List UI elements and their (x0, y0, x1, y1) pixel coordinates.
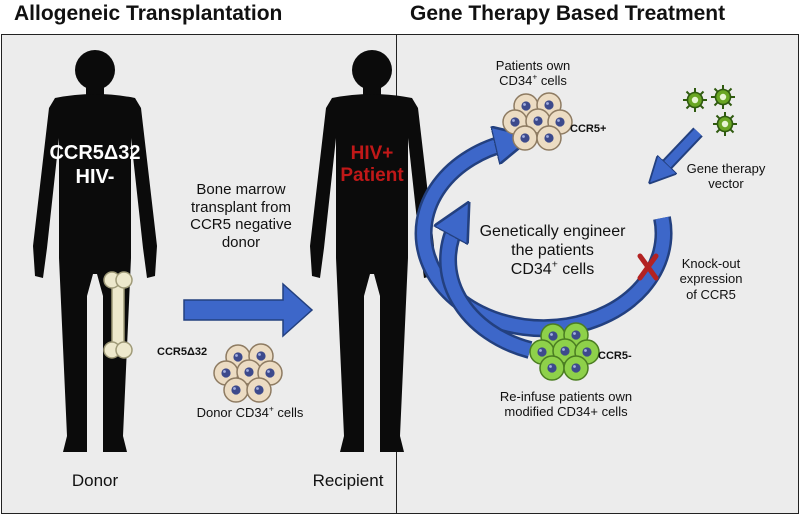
engineer-label: Genetically engineer the patients CD34+ … (479, 223, 626, 278)
virus-icon (682, 84, 738, 137)
ccr5-positive-tag: CCR5+ (570, 123, 607, 135)
cycle-arrow (414, 142, 673, 359)
patient-cells-label: Patients own CD34+ cells (495, 58, 571, 89)
bone-icon (103, 271, 133, 359)
recipient-silhouette (310, 50, 434, 452)
ccr5-negative-tag: CCR5- (598, 350, 632, 362)
recipient-caption: Recipient (312, 471, 384, 490)
transplant-arrow (183, 282, 314, 338)
patient-cell-cluster (502, 92, 573, 151)
panel-gene-therapy (396, 34, 799, 514)
donor-silhouette (33, 50, 157, 452)
knockout-x-icon (637, 253, 659, 281)
recipient-body-label: HIV+Patient (340, 143, 404, 187)
knockout-label: Knock-out expression of CCR5 (679, 256, 743, 302)
vector-arrow (660, 127, 703, 172)
donor-caption: Donor (71, 471, 119, 490)
donor-cells-caption: Donor CD34+ cells (196, 403, 304, 420)
donor-cell-tag: CCR5Δ32 (157, 346, 208, 358)
transplant-label: Bone marrow transplant from CCR5 negativ… (190, 181, 292, 252)
heading-gene-therapy: Gene Therapy Based Treatment (410, 2, 726, 25)
heading-allogeneic: Allogeneic Transplantation (14, 2, 283, 25)
